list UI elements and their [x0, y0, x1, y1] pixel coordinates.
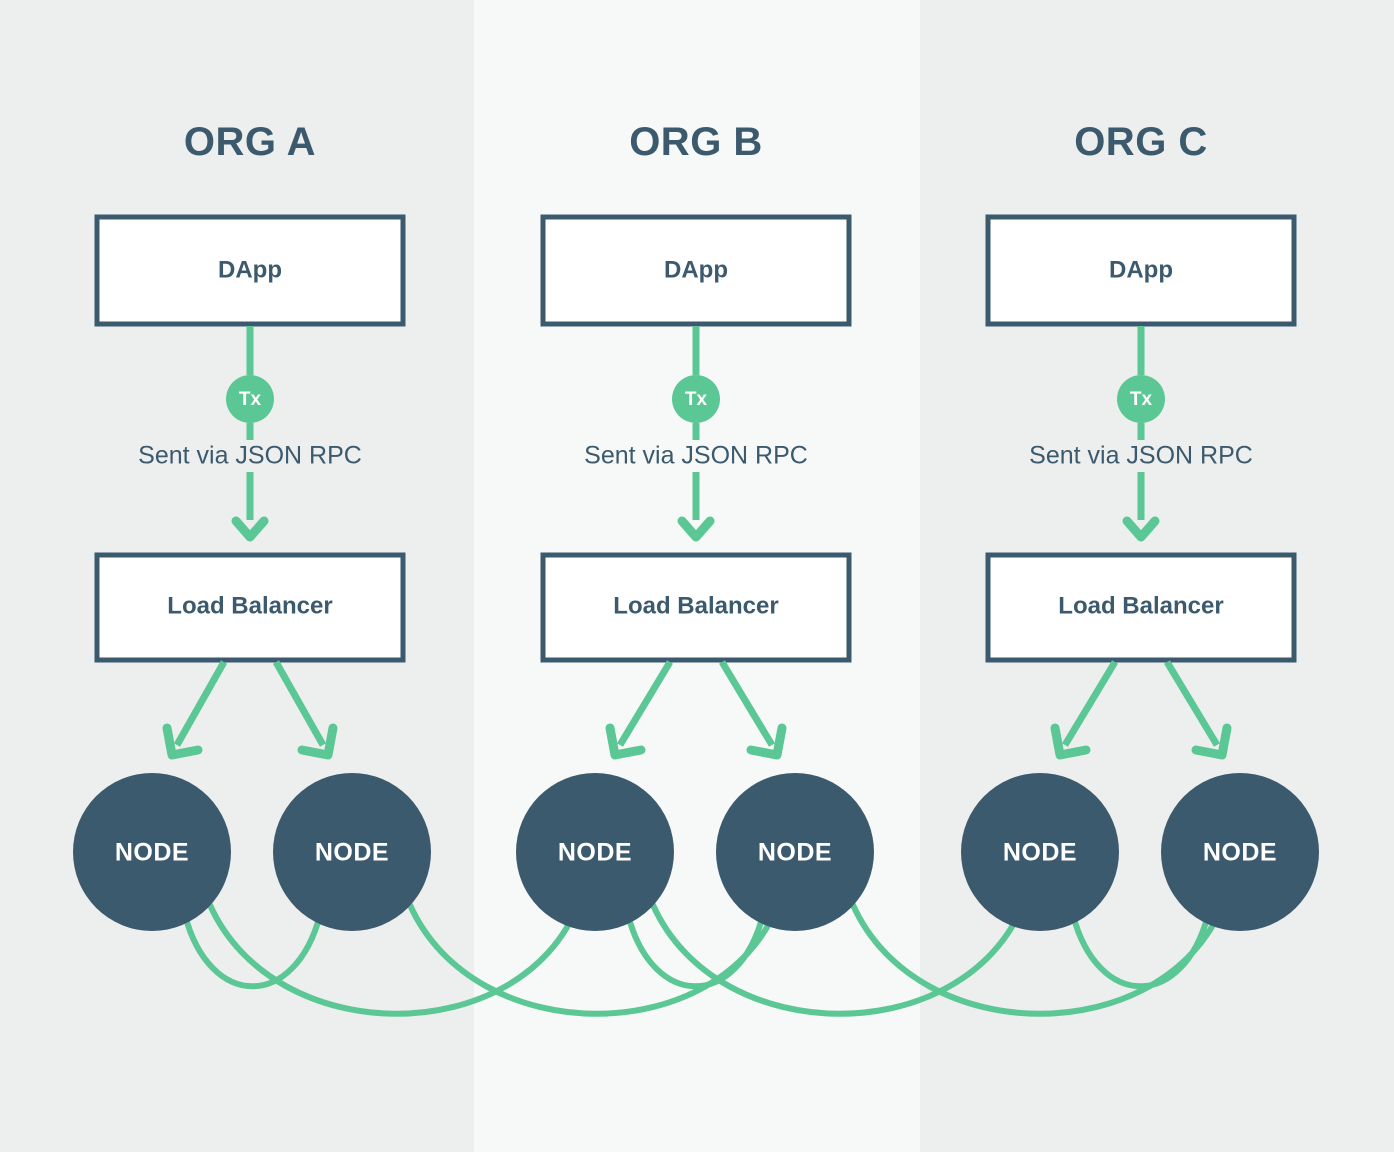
- lb-to-node-line-b2: [719, 660, 775, 747]
- load-balancer-label-b: Load Balancer: [613, 592, 778, 619]
- tx-badge-c: [1117, 375, 1165, 423]
- load-balancer-label-c: Load Balancer: [1058, 592, 1223, 619]
- lb-to-node-line-c1: [1062, 660, 1118, 747]
- arrow-head-node-a1: [162, 723, 203, 760]
- node-org-a-1[interactable]: NODE: [73, 773, 231, 931]
- rpc-label-backdrop-a: [130, 440, 370, 472]
- tx-badge-b: [672, 375, 720, 423]
- load-balancer-label-a: Load Balancer: [167, 592, 332, 619]
- node-label: NODE: [315, 839, 389, 867]
- arrow-head-node-c1: [1050, 723, 1091, 760]
- column-org-b: ORG B DApp Tx Sent via JSON RPC Load Bal…: [540, 120, 852, 760]
- org-title-b: ORG B: [629, 120, 763, 164]
- tx-label-c: Tx: [1130, 389, 1153, 410]
- node-org-b-2[interactable]: NODE: [716, 773, 874, 931]
- node-circle[interactable]: [1161, 773, 1319, 931]
- peer-link-1-3: [207, 902, 581, 1017]
- peer-link-1-2: [182, 912, 323, 990]
- dapp-box-a[interactable]: [94, 214, 406, 327]
- arrow-head-lb-b: [677, 516, 715, 542]
- peer-link-4-6: [850, 902, 1226, 1017]
- lb-to-node-line-a1: [173, 660, 228, 747]
- node-label: NODE: [758, 839, 832, 867]
- lb-to-node-line-c2: [1164, 660, 1220, 747]
- tx-label-a: Tx: [239, 389, 262, 410]
- node-org-c-2[interactable]: NODE: [1161, 773, 1319, 931]
- transport-label-a: Sent via JSON RPC: [138, 442, 362, 470]
- lb-to-node-line-a2: [272, 660, 327, 747]
- node-label: NODE: [558, 839, 632, 867]
- node-label: NODE: [115, 839, 189, 867]
- arrow-head-lb-a: [231, 516, 269, 542]
- arrow-head-node-c2: [1191, 723, 1232, 760]
- rpc-label-backdrop-c: [1021, 440, 1261, 472]
- lb-to-node-line-b1: [617, 660, 673, 747]
- load-balancer-box-b[interactable]: [540, 552, 852, 663]
- node-circle[interactable]: [516, 773, 674, 931]
- load-balancer-box-a[interactable]: [94, 552, 406, 663]
- arrow-head-node-a2: [297, 723, 338, 760]
- transport-label-b: Sent via JSON RPC: [584, 442, 808, 470]
- column-org-c: ORG C DApp Tx Sent via JSON RPC Load Bal…: [985, 120, 1297, 760]
- node-circle[interactable]: [273, 773, 431, 931]
- peer-network-links: [182, 902, 1226, 1017]
- node-org-b-1[interactable]: NODE: [516, 773, 674, 931]
- tx-badge-a: [226, 375, 274, 423]
- load-balancer-box-c[interactable]: [985, 552, 1297, 663]
- node-org-c-1[interactable]: NODE: [961, 773, 1119, 931]
- org-title-c: ORG C: [1074, 120, 1208, 164]
- node-circle[interactable]: [73, 773, 231, 931]
- org-title-a: ORG A: [184, 120, 316, 164]
- dapp-label-c: DApp: [1109, 256, 1173, 283]
- dapp-label-a: DApp: [218, 256, 282, 283]
- node-circle[interactable]: [716, 773, 874, 931]
- transport-label-c: Sent via JSON RPC: [1029, 442, 1253, 470]
- node-org-a-2[interactable]: NODE: [273, 773, 431, 931]
- rpc-label-backdrop-b: [576, 440, 816, 472]
- node-circle[interactable]: [961, 773, 1119, 931]
- arrow-head-node-b1: [605, 723, 646, 760]
- node-label: NODE: [1003, 839, 1077, 867]
- peer-link-2-4: [407, 902, 781, 1017]
- dapp-box-b[interactable]: [540, 214, 852, 327]
- dapp-label-b: DApp: [664, 256, 728, 283]
- arrow-head-node-b2: [746, 723, 787, 760]
- column-org-a: ORG A DApp Tx Sent via JSON RPC Load Bal…: [94, 120, 406, 760]
- node-label: NODE: [1203, 839, 1277, 867]
- tx-label-b: Tx: [685, 389, 708, 410]
- arrow-head-lb-c: [1122, 516, 1160, 542]
- dapp-box-c[interactable]: [985, 214, 1297, 327]
- peer-link-3-5: [650, 902, 1026, 1017]
